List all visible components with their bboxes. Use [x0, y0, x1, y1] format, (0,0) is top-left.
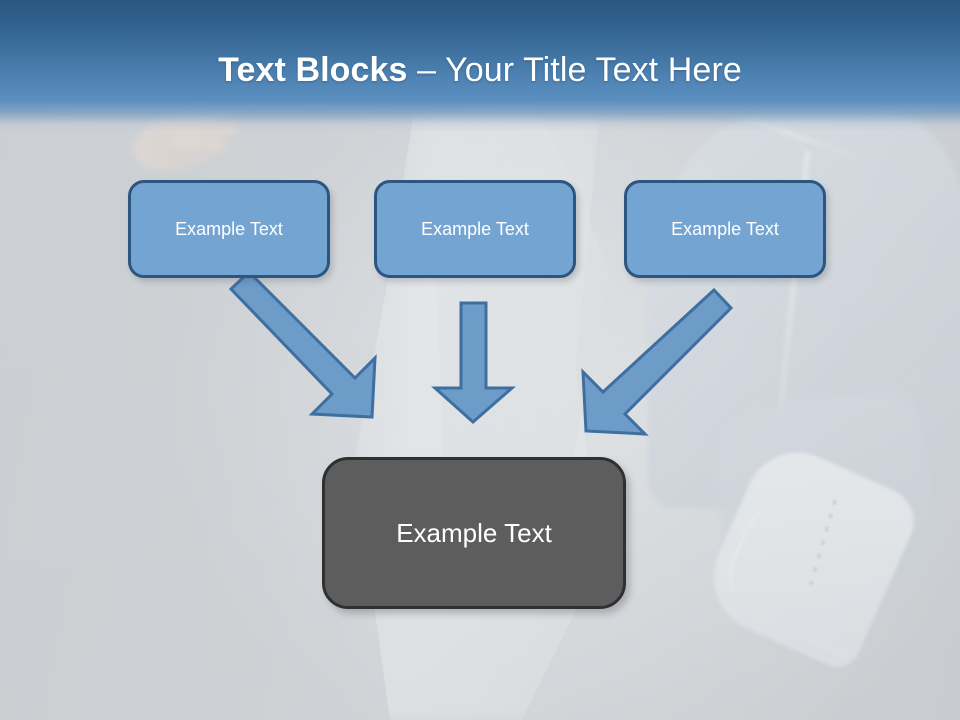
page-title-normal: Your Title Text Here: [445, 51, 742, 89]
page-title-separator: –: [417, 51, 446, 89]
result-block[interactable]: Example Text: [322, 457, 626, 609]
text-block-3-label: Example Text: [671, 219, 779, 239]
page-title-bold: Text Blocks: [218, 51, 418, 89]
text-block-1[interactable]: Example Text: [128, 180, 330, 278]
slide-header-band: [0, 0, 960, 132]
text-block-3[interactable]: Example Text: [624, 180, 826, 278]
text-block-1-label: Example Text: [175, 219, 283, 239]
text-block-2[interactable]: Example Text: [374, 180, 576, 278]
text-block-2-label: Example Text: [421, 219, 529, 239]
page-title: Text Blocks – Your Title Text Here: [0, 48, 960, 92]
result-block-label: Example Text: [396, 518, 552, 548]
